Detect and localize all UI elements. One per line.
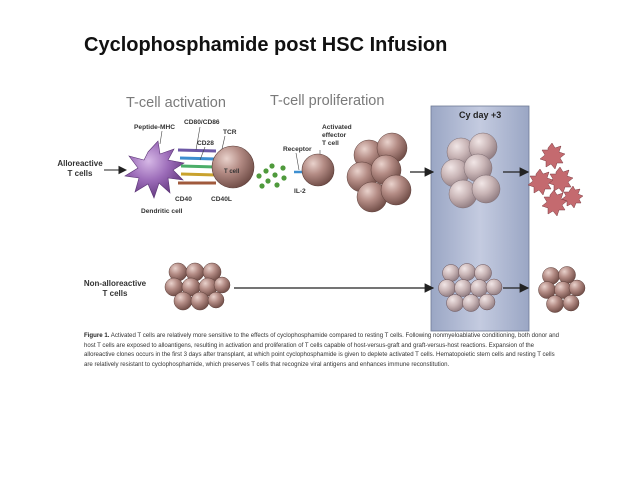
label-cd40: CD40 — [175, 196, 192, 203]
label-tcr: TCR — [223, 129, 237, 136]
proliferating-cell-cluster — [346, 132, 412, 213]
label-alloreactive-t-cells: T cells — [67, 169, 93, 178]
figure-caption: Figure 1. Activated T cells are relative… — [84, 331, 564, 369]
label-activated: Activated — [322, 124, 352, 131]
header-t-cell-activation: T-cell activation — [126, 95, 226, 111]
label-non-alloreactive: Non-alloreactive — [83, 279, 147, 288]
label-alloreactive: Alloreactive — [57, 159, 103, 168]
dead-cells — [527, 142, 584, 217]
surviving-cell-cluster — [538, 266, 586, 313]
t-cell — [211, 145, 255, 189]
cy-day-label: Cy day +3 — [459, 110, 502, 120]
label-non-alloreactive-t-cells: T cells — [102, 289, 128, 298]
costimulatory-molecules — [177, 148, 217, 185]
header-t-cell-proliferation: T-cell proliferation — [270, 93, 385, 109]
label-effector: effector — [322, 132, 347, 139]
label-cd40l: CD40L — [211, 196, 232, 203]
label-t-cell: T cell — [224, 169, 240, 175]
resting-cell-cluster — [164, 262, 231, 311]
dendritic-cell — [124, 140, 185, 199]
caption-label: Figure 1. — [84, 332, 110, 339]
il2-molecules — [256, 163, 287, 189]
label-receptor: Receptor — [283, 146, 312, 153]
label-effector-t-cell: T cell — [322, 140, 339, 147]
label-cd28: CD28 — [197, 140, 214, 147]
label-peptide-mhc: Peptide-MHC — [134, 124, 176, 131]
label-dendritic-cell: Dendritic cell — [141, 208, 183, 215]
cy-treated-cluster-bottom — [438, 263, 503, 312]
cy-treated-cluster-top — [440, 132, 501, 209]
label-cd80-cd86: CD80/CD86 — [184, 119, 220, 126]
activated-effector-t-cell — [301, 153, 335, 187]
slide-title: Cyclophosphamide post HSC Infusion — [84, 34, 448, 56]
caption-text: Activated T cells are relatively more se… — [84, 332, 560, 368]
label-il2: IL-2 — [294, 188, 306, 195]
